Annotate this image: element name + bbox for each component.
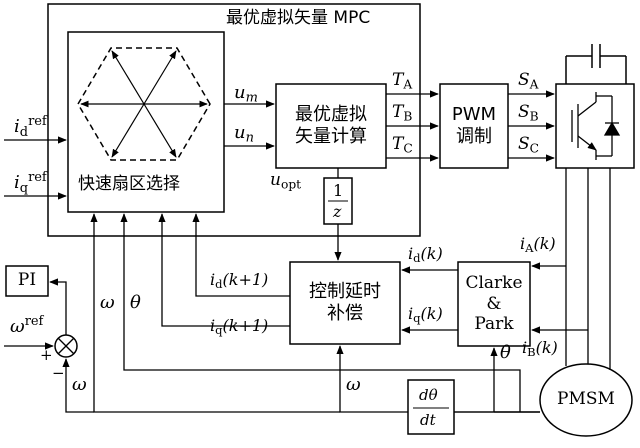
signal-lines [4,90,611,413]
label-idk1: id(k+1) [210,270,269,292]
label-TA: TA [392,70,413,92]
optimal-calc-label: 最优虚拟 矢量计算 [276,84,386,168]
label-SA: SA [518,70,539,92]
pi-block [5,265,49,297]
sector-select-block [67,31,225,213]
label-plus: + [40,346,53,364]
pwm-line2: 调制 [456,126,492,147]
clarke-park-label: Clarke & Park [458,262,530,346]
label-iBk: iB(k) [522,338,558,360]
dc-capacitor-icon [565,44,627,84]
label-theta-sector: θ [130,292,141,313]
clarke-line2: & [486,293,502,314]
clarke-park-block [457,261,531,347]
mpc-boundary [47,3,421,237]
clarke-line1: Clarke [465,273,523,294]
label-minus: − [52,364,65,382]
label-omega-ref: ωref [10,314,44,338]
label-idk: id(k) [408,244,443,266]
clarke-line3: Park [474,314,514,335]
delay-comp-line1: 控制延时 [309,280,381,302]
pi-label: PI [17,270,37,291]
pwm-label: PWM 调制 [440,84,508,168]
inverter-block [555,83,635,169]
pmsm-label: PMSM [557,389,615,410]
label-um: um [234,82,258,106]
label-SC: SC [518,134,540,156]
hexagon-icon [77,47,211,161]
delay-comp-line2: 补偿 [327,303,363,324]
optimal-calc-line1: 最优虚拟 [295,103,367,125]
label-omega-feedback: ω [72,374,87,395]
optimal-calc-line2: 矢量计算 [295,126,367,147]
unit-delay-num: 1 [333,181,344,200]
label-omega-comp: ω [346,374,361,395]
label-theta-clarke: θ [500,342,511,363]
deriv-den: dt [420,411,436,429]
label-iqk: iq(k) [408,304,443,326]
label-TB: TB [392,102,413,124]
optimal-calc-block [275,83,387,169]
label-iq-ref: iqref [14,170,47,196]
label-iqk1: iq(k+1) [210,316,269,338]
unit-delay-den: z [333,202,342,221]
sector-select-label: 快速扇区选择 [78,174,180,194]
label-omega-sector: ω [100,292,115,313]
vector-star-icon [80,50,208,158]
delay-comp-block [289,261,401,345]
igbt-icon [571,92,621,160]
derivative-block [407,379,455,435]
label-id-ref: idref [14,114,47,140]
label-TC: TC [392,134,413,156]
label-uopt: uopt [270,170,302,192]
label-iAk: iA(k) [520,234,556,256]
deriv-num: dθ [419,386,438,404]
pmsm-motor [539,363,633,437]
mpc-title: 最优虚拟矢量 MPC [226,8,371,28]
delay-comp-label: 控制延时 补偿 [290,262,400,344]
label-un: un [234,122,254,146]
label-SB: SB [518,102,539,124]
pwm-line1: PWM [451,103,497,125]
